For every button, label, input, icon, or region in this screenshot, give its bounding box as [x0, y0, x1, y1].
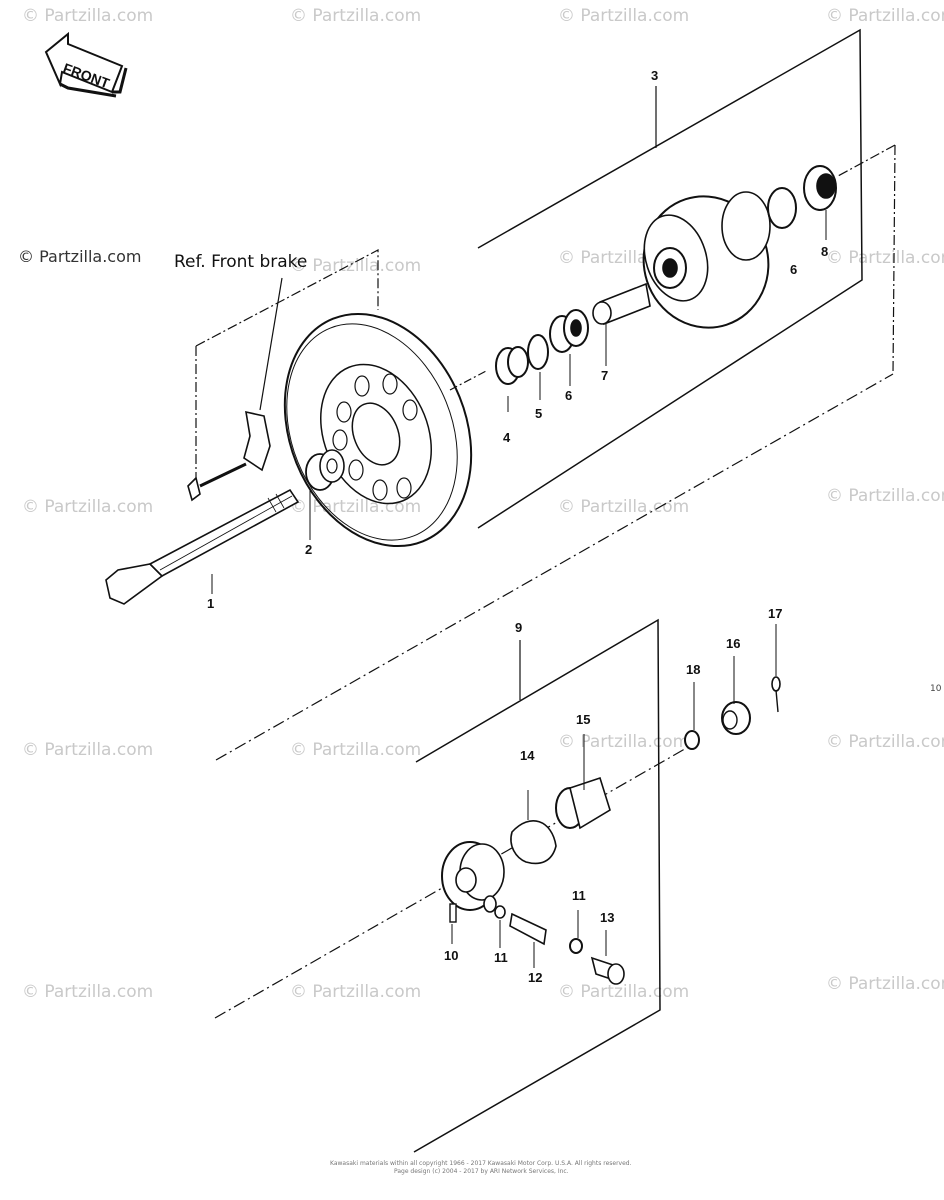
speedo-retainer	[510, 820, 557, 865]
speedo-drive-gear	[555, 776, 611, 830]
hub	[642, 191, 771, 329]
watermark: © Partzilla.com	[826, 248, 944, 268]
brake-disc	[283, 312, 473, 548]
bearing-left	[549, 309, 589, 353]
oil-seal	[495, 346, 529, 385]
pin	[449, 903, 457, 923]
watermark: © Partzilla.com	[558, 6, 690, 26]
watermark: © Partzilla.com	[290, 256, 422, 276]
callout-18[interactable]: 18	[686, 662, 701, 677]
bolt-and-plate	[187, 410, 271, 502]
axle	[105, 488, 300, 605]
watermark: © Partzilla.com	[826, 732, 944, 752]
callout-14[interactable]: 14	[520, 748, 535, 763]
callout-11a[interactable]: 11	[494, 950, 508, 965]
watermark: © Partzilla.com	[22, 982, 154, 1002]
circlip	[527, 334, 549, 370]
watermark: © Partzilla.com	[22, 740, 154, 760]
callout-8[interactable]: 8	[821, 244, 829, 259]
speedometer-gear-housing	[441, 841, 505, 911]
callout-10[interactable]: 10	[444, 948, 459, 963]
watermark: © Partzilla.com	[826, 486, 944, 506]
watermark: © Partzilla.com	[558, 982, 690, 1002]
callout-17[interactable]: 17	[768, 606, 783, 621]
small-washer	[494, 905, 583, 954]
copyright-line-1: Kawasaki materials within all copyright …	[330, 1160, 632, 1167]
watermark: © Partzilla.com	[22, 6, 154, 26]
spacer	[592, 282, 651, 326]
callout-5[interactable]: 5	[535, 406, 543, 421]
watermark: © Partzilla.com	[290, 6, 422, 26]
watermark: © Partzilla.com	[558, 732, 690, 752]
collar	[305, 449, 345, 491]
ref-front-brake-label: Ref. Front brake	[174, 252, 308, 272]
edge-number: 10	[930, 684, 942, 694]
watermark: © Partzilla.com	[558, 497, 690, 517]
copyright-line-2: Page design (c) 2004 - 2017 by ARI Netwo…	[394, 1168, 569, 1175]
callout-6a[interactable]: 6	[565, 388, 573, 403]
washer	[684, 730, 700, 750]
callout-16[interactable]: 16	[726, 636, 741, 651]
ref-watermark: © Partzilla.com	[18, 247, 142, 266]
callout-12[interactable]: 12	[528, 970, 543, 985]
watermark: © Partzilla.com	[290, 982, 422, 1002]
watermark: © Partzilla.com	[826, 6, 944, 26]
watermark: © Partzilla.com	[290, 740, 422, 760]
callout-7[interactable]: 7	[601, 368, 609, 383]
watermark: © Partzilla.com	[22, 497, 154, 517]
nut	[721, 701, 751, 735]
bearing-right	[767, 165, 837, 229]
cotter-pin	[771, 676, 781, 713]
callout-1[interactable]: 1	[207, 596, 215, 611]
callout-9[interactable]: 9	[515, 620, 523, 635]
callout-15[interactable]: 15	[576, 712, 591, 727]
pinion-gear	[483, 895, 547, 946]
callout-6b[interactable]: 6	[790, 262, 798, 277]
callout-4[interactable]: 4	[503, 430, 511, 445]
callout-11b[interactable]: 11	[572, 888, 586, 903]
callout-3[interactable]: 3	[651, 68, 659, 83]
watermark: © Partzilla.com	[290, 497, 422, 517]
watermark: © Partzilla.com	[826, 974, 944, 994]
callout-2[interactable]: 2	[305, 542, 313, 557]
bushing	[590, 956, 625, 985]
callout-13[interactable]: 13	[600, 910, 615, 925]
front-arrow-icon: FRONT	[44, 31, 128, 98]
